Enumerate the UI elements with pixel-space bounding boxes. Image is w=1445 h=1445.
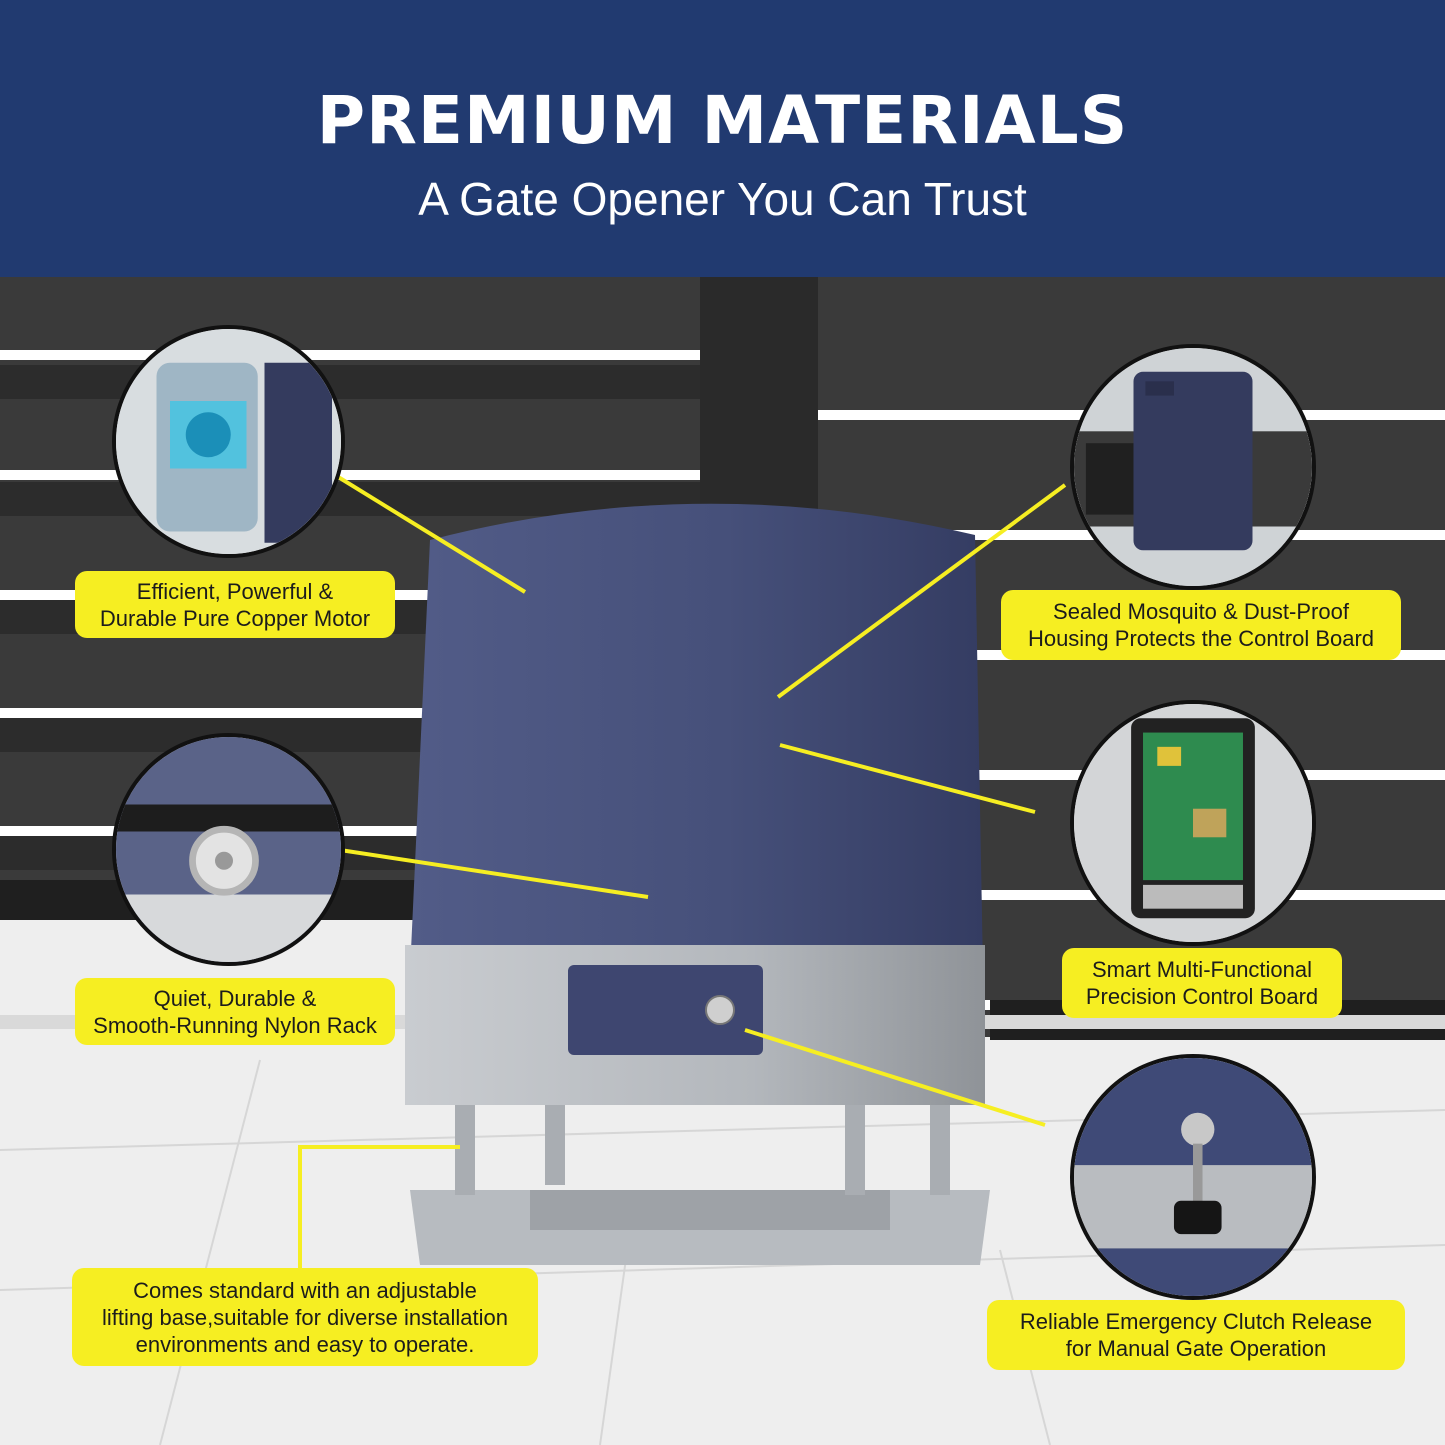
header-banner: PREMIUM MATERIALS A Gate Opener You Can … bbox=[0, 0, 1445, 277]
callout-lifting-base-line-1: Comes standard with an adjustable bbox=[133, 1277, 477, 1303]
callout-lifting-base: Comes standard with an adjustable liftin… bbox=[72, 1268, 538, 1366]
sealed-housing-icon bbox=[1070, 344, 1316, 590]
page-title: PREMIUM MATERIALS bbox=[316, 82, 1129, 159]
copper-motor-icon bbox=[112, 325, 345, 558]
callout-clutch-release: Reliable Emergency Clutch Release for Ma… bbox=[987, 1300, 1405, 1370]
gate-opener-motor bbox=[405, 503, 990, 1265]
callout-lifting-base-line-2: lifting base,suitable for diverse instal… bbox=[101, 1304, 508, 1330]
callout-nylon-rack-line-2: Smooth-Running Nylon Rack bbox=[93, 1012, 377, 1038]
callout-control-board-line-1: Smart Multi-Functional bbox=[1091, 957, 1313, 982]
callout-lines bbox=[298, 473, 1067, 1268]
callout-control-board-line-2: Precision Control Board bbox=[1085, 984, 1319, 1009]
callout-nylon-rack: Quiet, Durable & Smooth-Running Nylon Ra… bbox=[75, 978, 395, 1045]
callout-copper-motor-line-1: Efficient, Powerful & bbox=[136, 578, 334, 604]
callout-sealed-housing: Sealed Mosquito & Dust-Proof Housing Pro… bbox=[1001, 590, 1401, 660]
control-board-icon bbox=[1070, 700, 1316, 946]
callout-nylon-rack-line-1: Quiet, Durable & bbox=[153, 985, 317, 1011]
page-subtitle: A Gate Opener You Can Trust bbox=[418, 173, 1027, 225]
callout-clutch-release-line-1: Reliable Emergency Clutch Release bbox=[1019, 1309, 1373, 1334]
callout-copper-motor: Efficient, Powerful & Durable Pure Coppe… bbox=[75, 571, 395, 638]
clutch-key-icon bbox=[1070, 1054, 1316, 1300]
callout-clutch-release-line-2: for Manual Gate Operation bbox=[1065, 1336, 1327, 1361]
nylon-rack-icon bbox=[112, 733, 345, 966]
callout-sealed-housing-line-2: Housing Protects the Control Board bbox=[1027, 626, 1375, 651]
callout-copper-motor-line-2: Durable Pure Copper Motor bbox=[99, 605, 371, 631]
callout-sealed-housing-line-1: Sealed Mosquito & Dust-Proof bbox=[1053, 599, 1349, 624]
callout-control-board: Smart Multi-Functional Precision Control… bbox=[1062, 948, 1342, 1018]
callout-lifting-base-line-3: environments and easy to operate. bbox=[135, 1331, 475, 1357]
